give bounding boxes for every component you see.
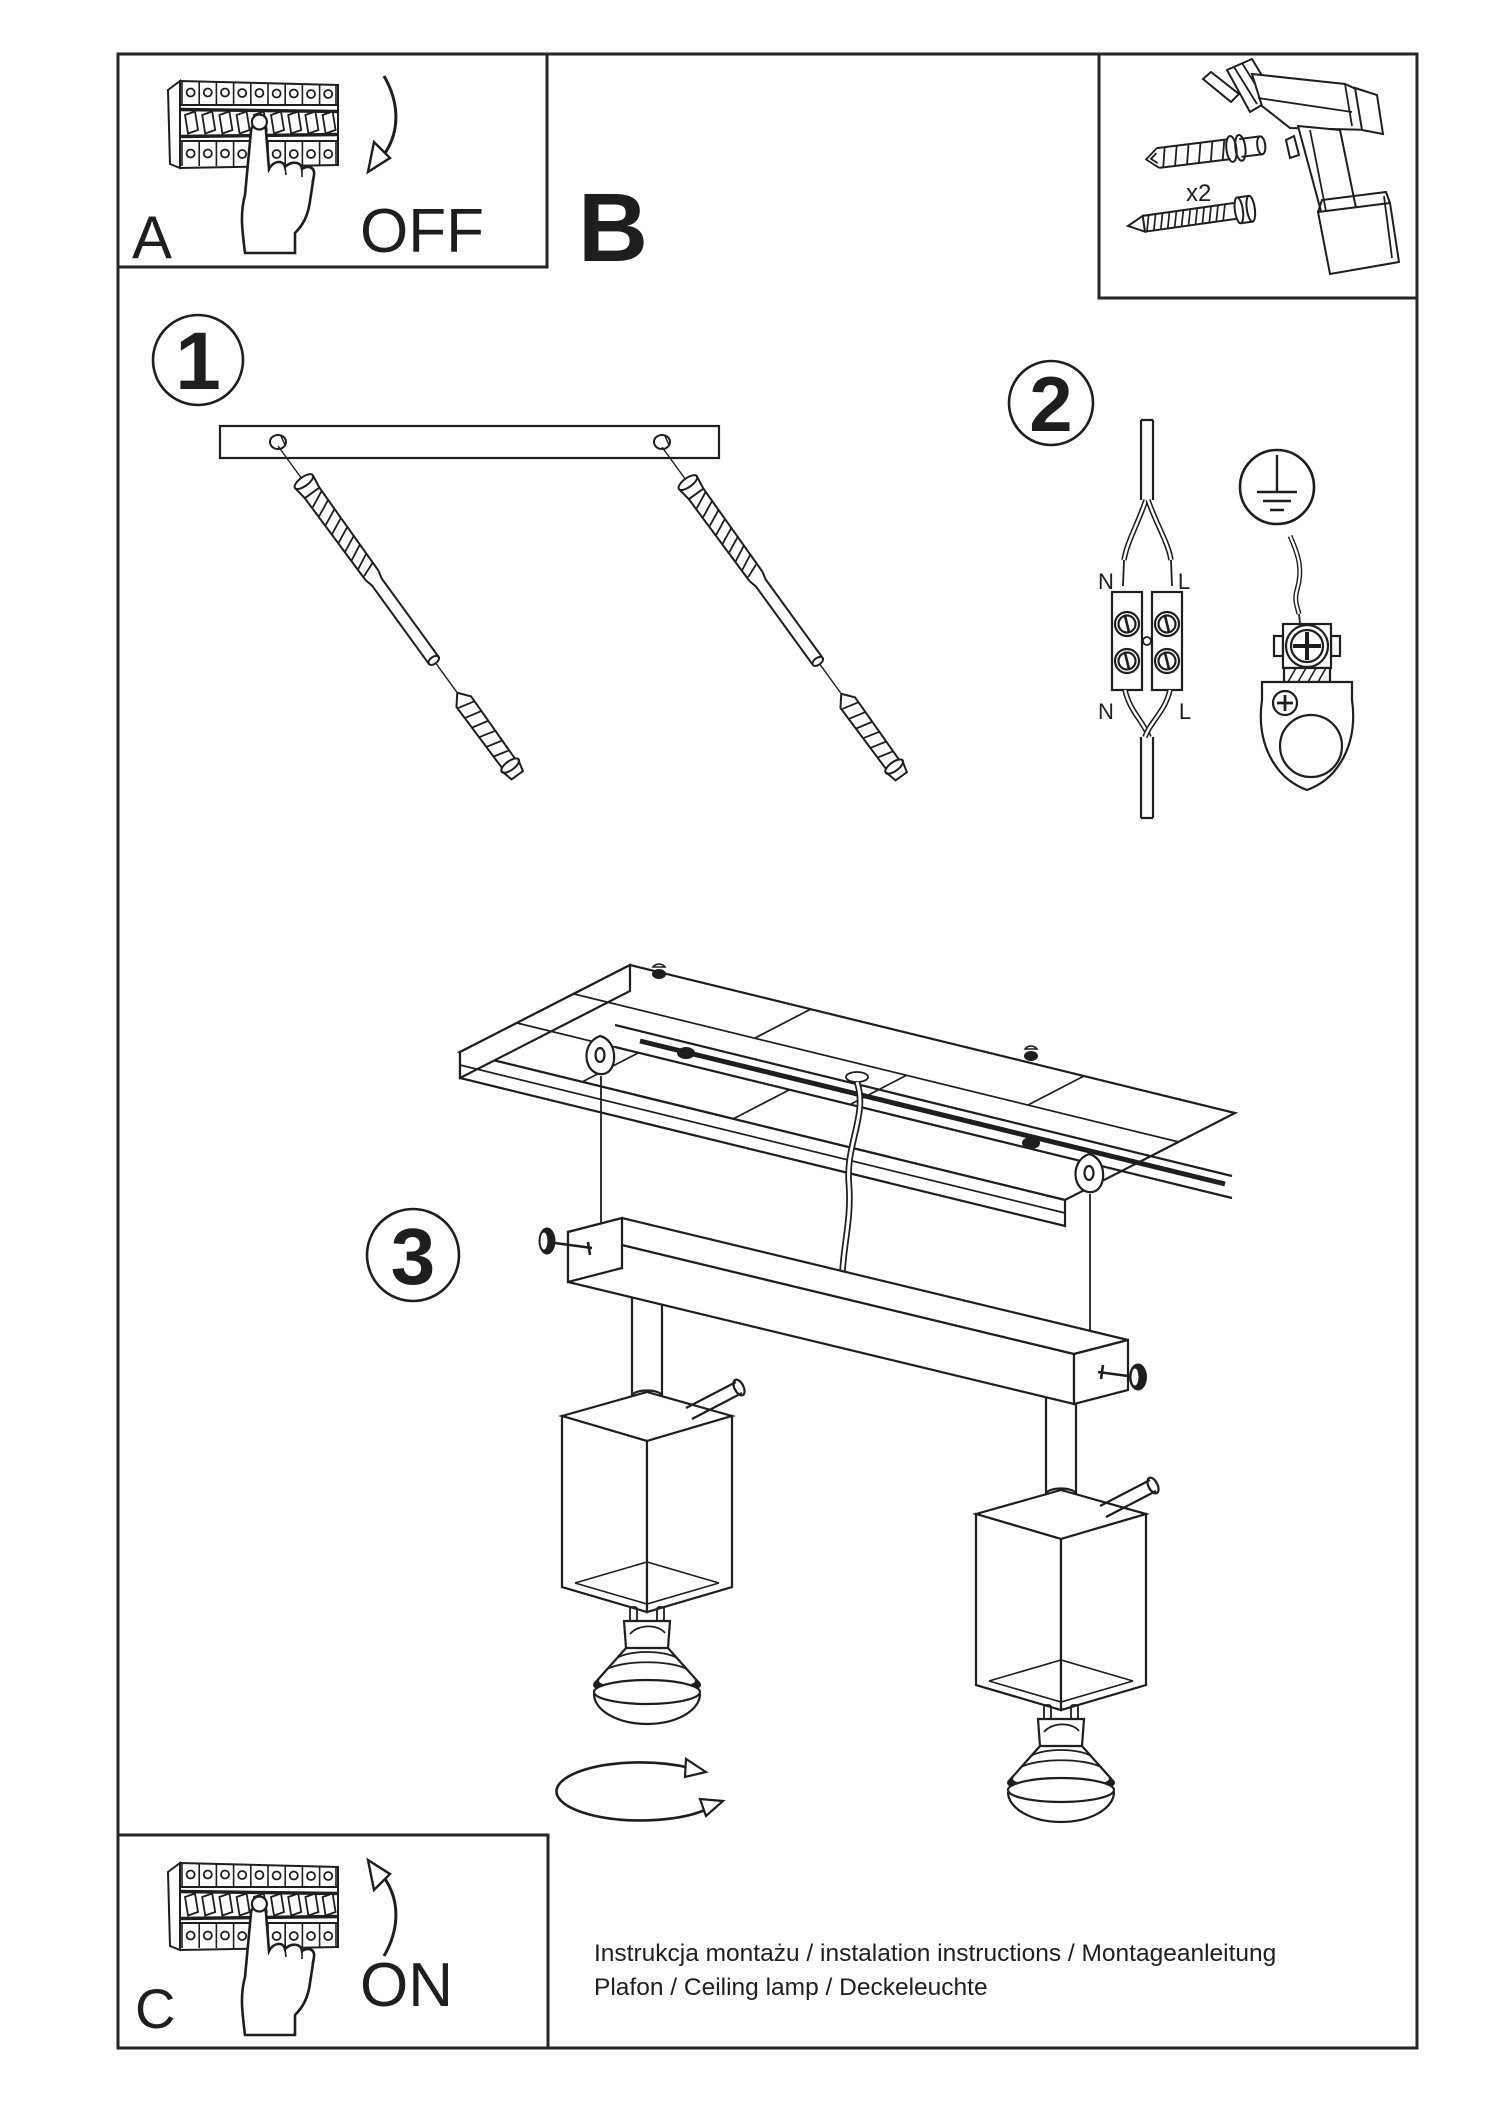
bar-left-end [566,1216,624,1284]
terminal-block-wiring [1110,418,1184,820]
spotlight-fixture-right [974,1392,1162,1824]
wire-label-n-top: N [1098,569,1114,594]
mounting-hole-right [653,434,671,450]
wire-label-l-bottom: L [1179,699,1191,724]
step-c-power-on: C ON [135,1857,453,2040]
off-label: OFF [360,197,484,266]
footer: Instrukcja montażu / instalation instruc… [594,1940,1276,2001]
cable-hole [845,1071,869,1083]
label-b: B [578,173,648,282]
terminal-screws [1113,610,1181,675]
mounting-bracket-strip [585,1023,1233,1200]
footer-line-2: Plafon / Ceiling lamp / Deckeleuchte [594,1974,988,2001]
terminal-block-right [1150,590,1184,692]
board-end-face [458,963,632,1080]
step-2: 2 N L N L [1007,359,1355,820]
footer-line-1: Instrukcja montażu / instalation instruc… [594,1940,1276,1967]
tools-contents: x2 [1125,57,1401,276]
earth-clamp [1259,534,1355,792]
step-3-number: 3 [391,1212,436,1301]
drill-icon [1201,57,1401,276]
hangers-and-cable [600,1076,1091,1344]
quantity-label: x2 [1186,180,1211,207]
step-a-power-off: A OFF [132,75,484,271]
rotation-arrow-icon [555,1757,726,1822]
page-frame [116,52,1419,2050]
label-c: C [135,1977,175,2040]
terminal-block-left [1110,590,1144,692]
screw-icon [1125,194,1257,234]
ceiling-board [456,963,1239,1228]
mounting-hole-left [269,434,287,450]
keyhole-tab-right [1074,1152,1105,1194]
arrow-down-icon [381,75,398,157]
label-a: A [132,204,172,271]
ground-symbol-icon [1238,448,1316,526]
step-2-badge: 2 [1007,359,1095,448]
arrow-down-head [366,139,392,175]
panel-c-box [116,1833,550,2050]
arrow-up-head [366,1857,392,1893]
step-1: 1 [151,313,912,784]
fixture-bar [566,1216,1130,1406]
wire-label-n-bottom: N [1098,699,1114,724]
thumbscrew-left [538,1227,593,1256]
board-screws [651,963,1039,1061]
spotlight-fixture-left [560,1294,748,1726]
step-3-badge: 3 [365,1207,461,1303]
thumbscrew-right [1097,1363,1147,1391]
outer-frame [116,52,1419,2050]
step-1-number: 1 [175,316,221,407]
step-1-badge: 1 [151,313,245,407]
step-3: 3 [365,963,1239,1824]
panel-a-box [116,52,549,269]
step-2-number: 2 [1029,360,1072,448]
on-label: ON [360,1951,453,2020]
mounting-bar [218,424,721,460]
tools-box [1097,52,1419,300]
wire-label-l-top: L [1178,569,1190,594]
wall-plug-icon [1144,133,1267,169]
keyhole-tab-left [585,1034,616,1076]
arrow-up-icon [381,1875,398,1957]
